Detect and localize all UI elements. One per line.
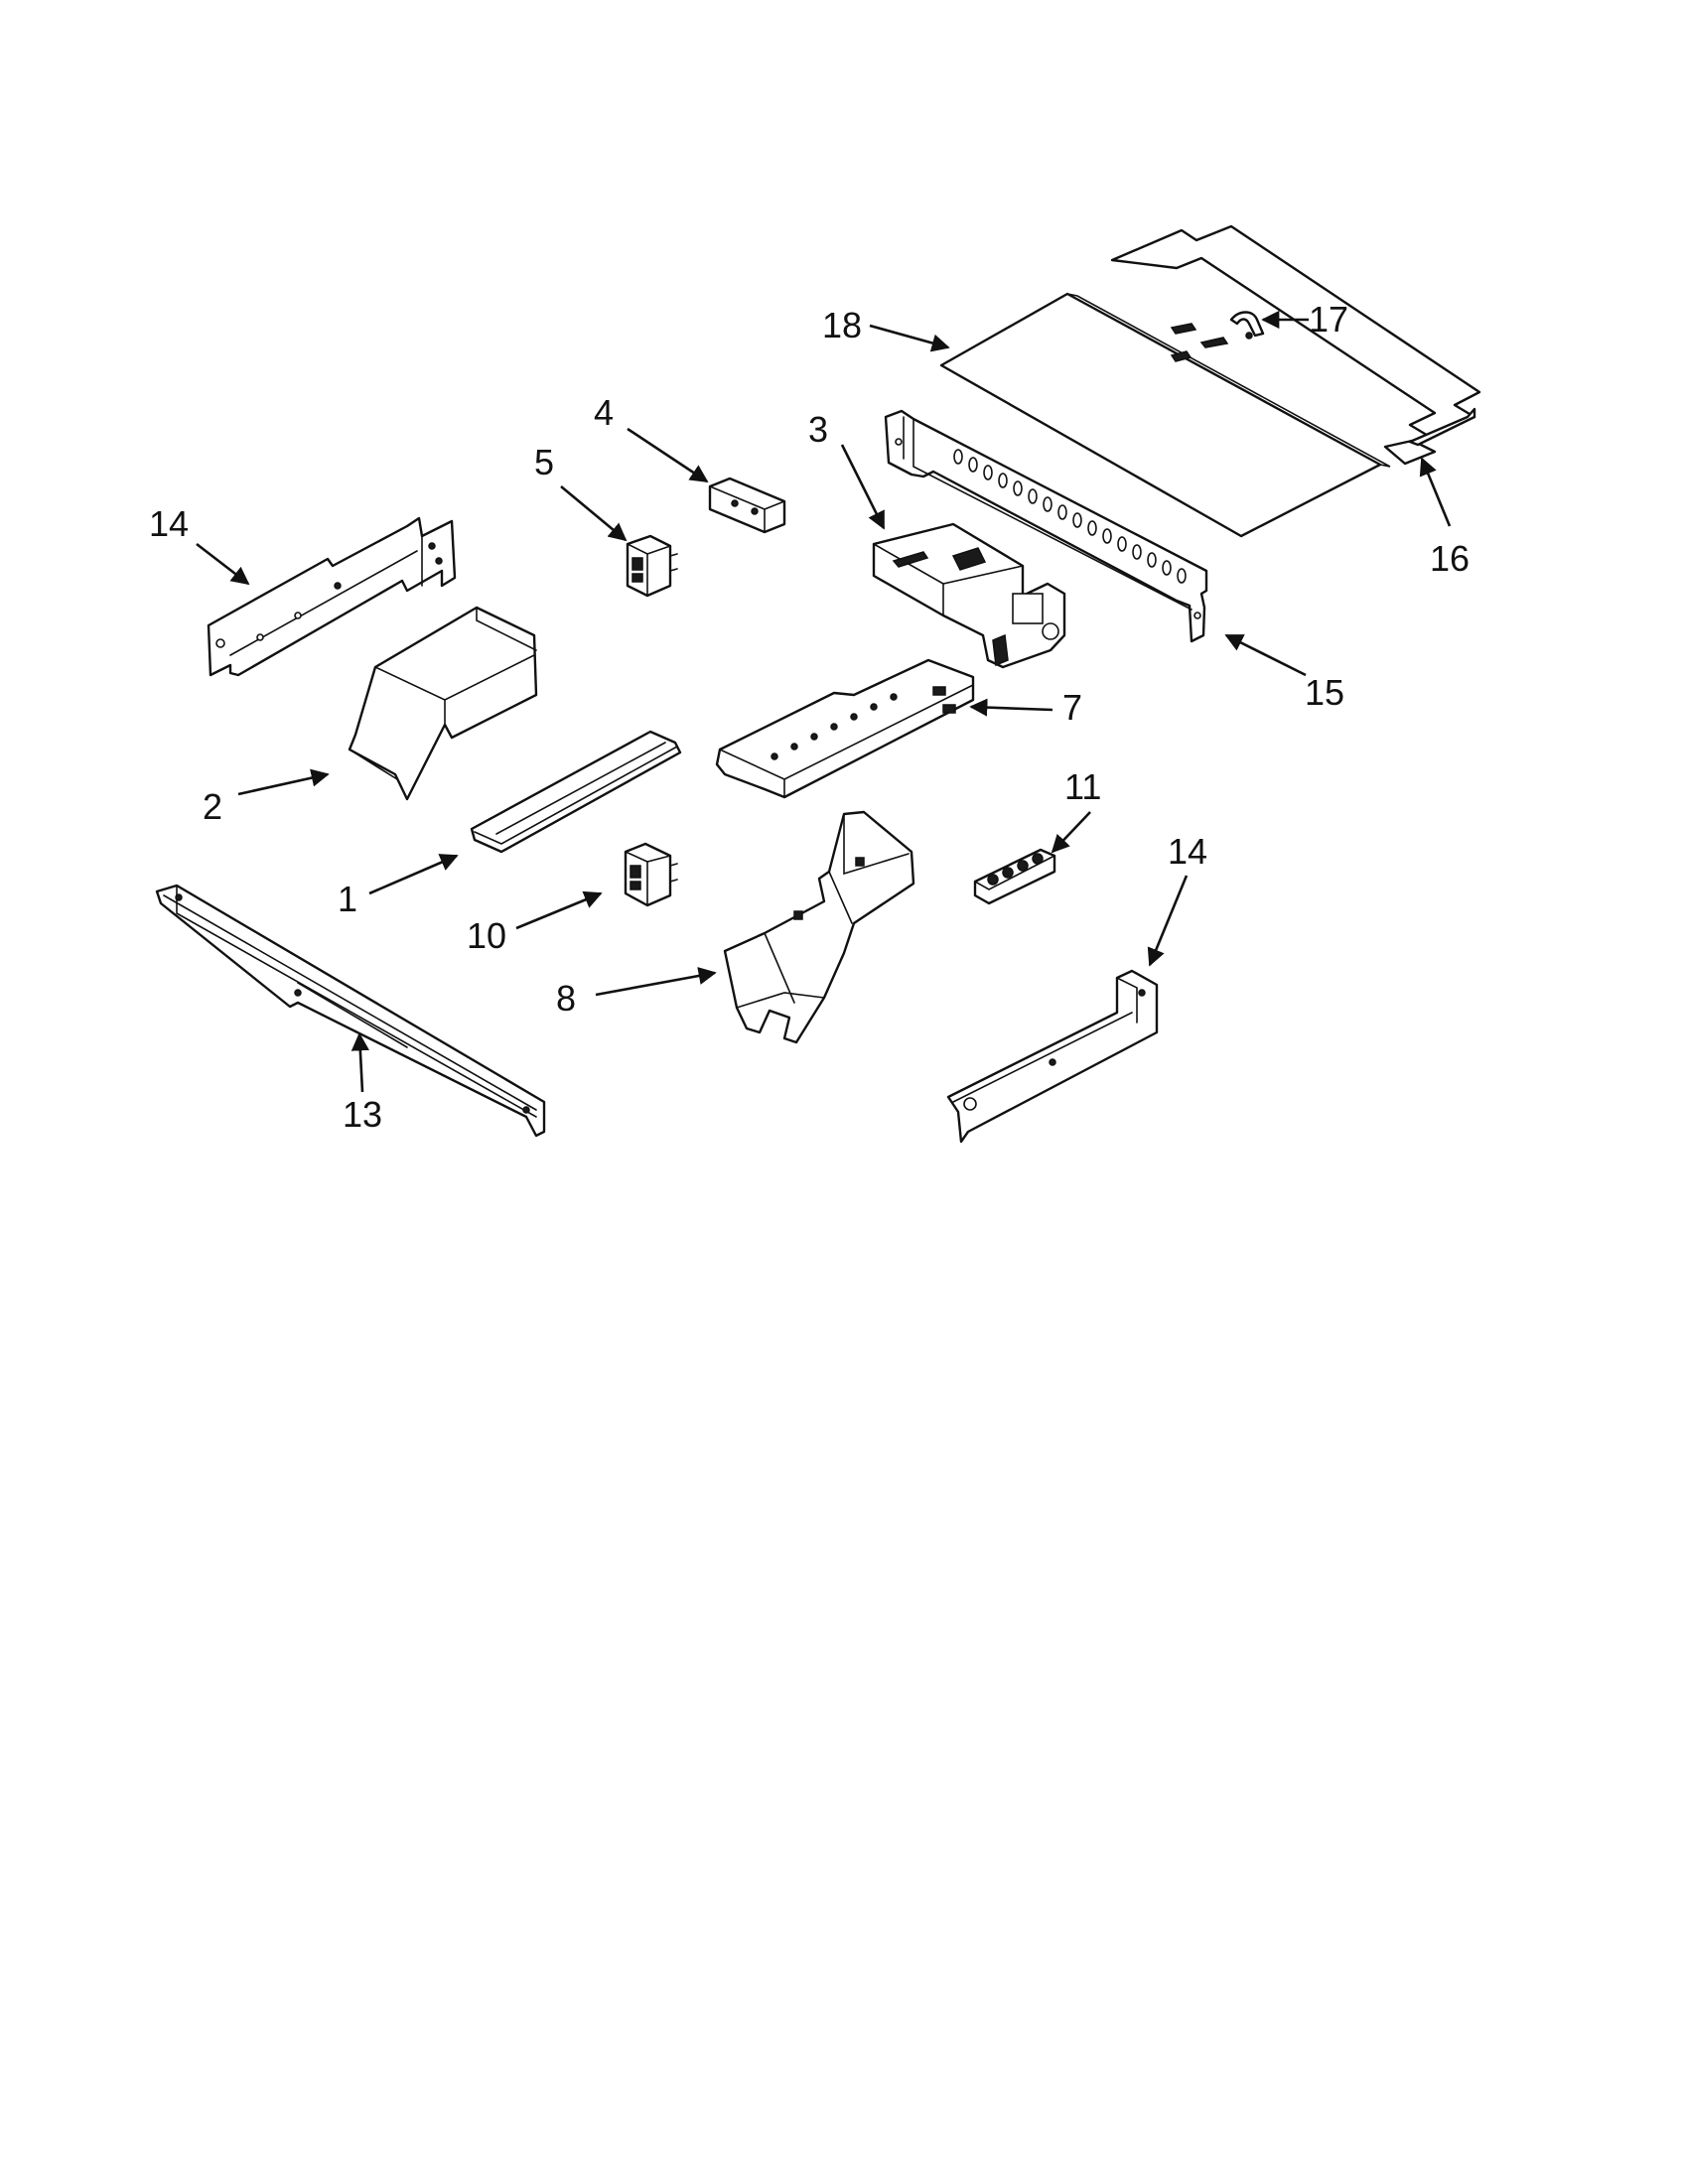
callout-16: 16 [1430,538,1470,579]
leader-15 [1224,633,1307,677]
callout-18: 18 [822,305,862,345]
callout-3: 3 [808,409,828,450]
callout-10: 10 [467,915,506,956]
callout-5: 5 [534,442,554,482]
part-7-mounting-plate [715,658,975,799]
part-3-valve-assembly [872,522,1066,669]
leader-7 [969,698,1053,717]
callout-2: 2 [203,786,222,827]
callout-15: 15 [1305,672,1344,713]
leader-18 [869,324,950,352]
part-17-clip [1229,311,1265,340]
leader-lines [196,310,1452,1093]
callout-14-right: 14 [1168,831,1207,872]
part-4-block [708,477,786,534]
leader-5 [560,485,628,542]
callout-7: 7 [1062,687,1082,728]
leader-2 [237,768,330,796]
leader-14b [1147,875,1189,967]
leader-4 [627,427,709,483]
leader-14a [196,542,250,586]
part-15-front-bracket [884,409,1208,643]
leader-10 [515,890,603,930]
leader-16 [1419,457,1452,527]
leader-13 [351,1032,369,1093]
callout-13: 13 [343,1094,382,1135]
leader-11 [1051,811,1091,854]
part-14-left-bracket [207,516,457,677]
part-2-duct [348,606,538,801]
leader-3 [840,444,886,530]
part-14-right-bracket [946,969,1159,1144]
leader-8 [595,967,717,997]
callout-17: 17 [1309,299,1348,340]
part-10-switch [624,842,678,907]
leader-1 [368,854,459,895]
part-1-rail [470,730,682,854]
part-16-rear-panel [1110,224,1481,466]
part-11-terminal-block [973,848,1056,905]
callout-4: 4 [594,392,614,433]
part-8-saddle-bracket [723,810,915,1044]
part-18-top-shield [939,292,1391,538]
callout-14-left: 14 [149,503,189,544]
part-13-angle-bracket [155,884,546,1138]
part-5-switch [626,534,678,598]
callout-11: 11 [1064,766,1101,807]
bracket-perforations [953,449,1187,584]
callout-8: 8 [556,978,576,1019]
callout-1: 1 [338,879,357,919]
callout-labels: 18 17 16 15 4 3 5 14 7 2 11 14 1 10 8 13 [149,299,1470,1135]
